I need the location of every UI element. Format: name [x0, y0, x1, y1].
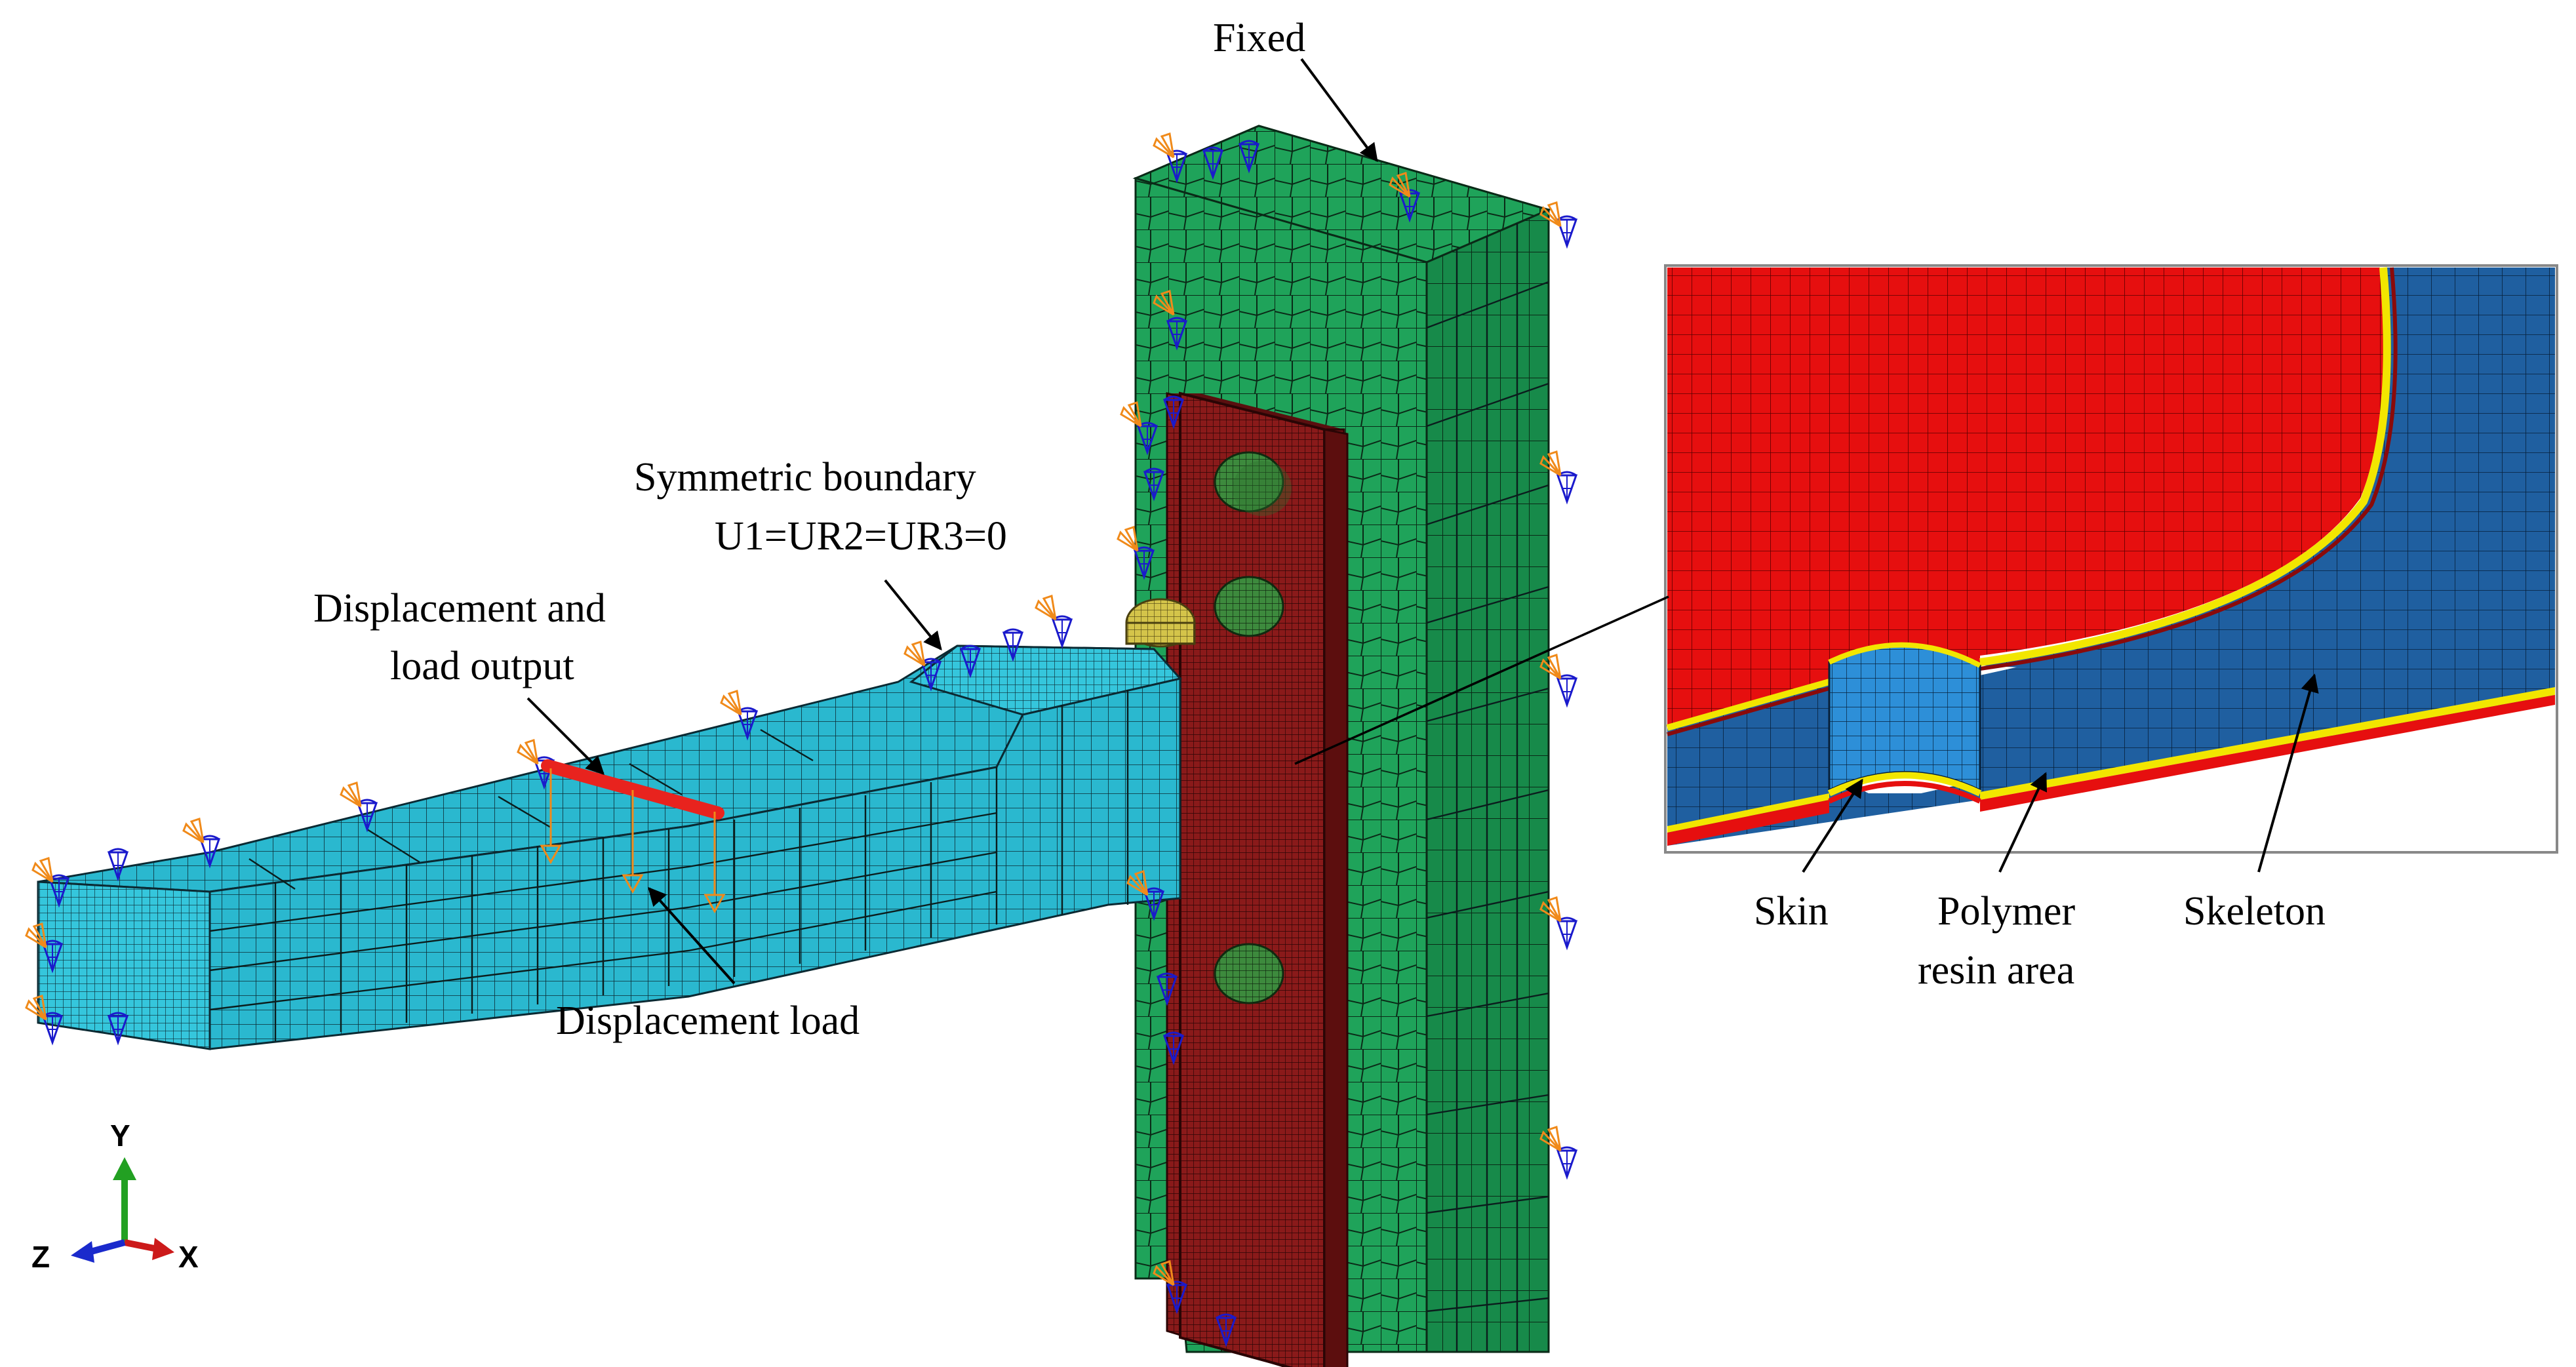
label-polymer: Polymer — [1937, 889, 2075, 934]
bolt-middle — [1214, 576, 1284, 637]
triad-label-z: Z — [31, 1240, 50, 1274]
label-displacement-load: Displacement load — [556, 999, 860, 1043]
beam-member — [37, 644, 1182, 1050]
label-output-line2: load output — [390, 644, 574, 688]
axis-triad: Y X Z — [31, 1119, 199, 1274]
label-skin: Skin — [1754, 889, 1829, 934]
z-axis-arrow-icon — [71, 1241, 94, 1263]
bolt-top — [1214, 451, 1292, 516]
label-skeleton: Skeleton — [2183, 889, 2326, 934]
label-symmetric-boundary: Symmetric boundary — [634, 455, 976, 500]
inset-connector-line — [1294, 595, 1669, 765]
label-fixed: Fixed — [1213, 16, 1305, 60]
triad-label-x: X — [178, 1240, 199, 1274]
end-plate-face — [1179, 391, 1349, 1367]
label-symmetric-condition: U1=UR2=UR3=0 — [715, 514, 1007, 559]
x-axis-arrow-icon — [152, 1238, 174, 1260]
displacement-load-arrows — [540, 768, 726, 914]
triad-label-y: Y — [110, 1119, 130, 1153]
nut — [1125, 598, 1196, 648]
leader-lines — [526, 58, 2319, 985]
y-axis-arrow-icon — [113, 1157, 136, 1180]
output-reference-bar — [541, 759, 724, 820]
label-resin-area: resin area — [1918, 948, 2074, 993]
label-output-line1: Displacement and — [313, 586, 606, 631]
zoom-inset — [1664, 264, 2558, 854]
bolt-bottom — [1214, 943, 1284, 1004]
